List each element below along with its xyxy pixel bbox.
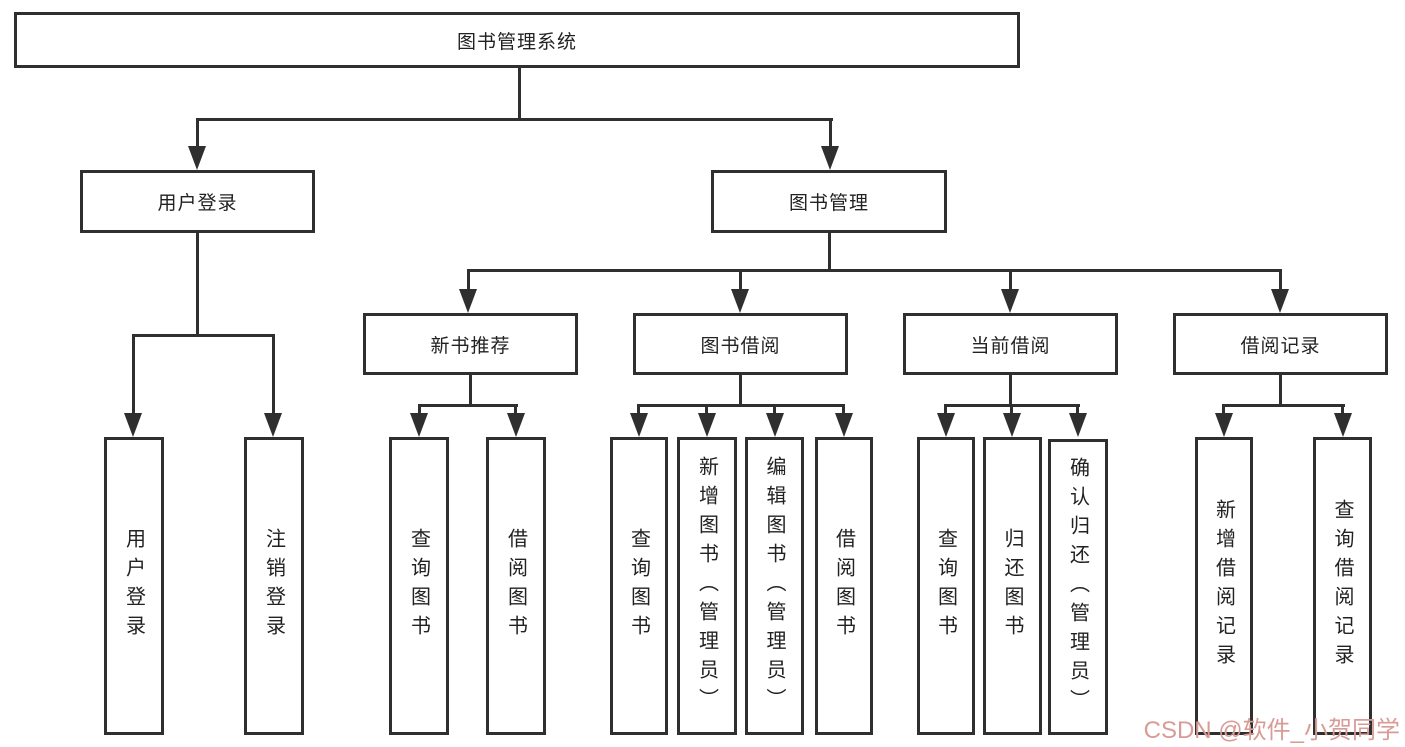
- connector-vline: [272, 334, 275, 416]
- connector-vline: [196, 231, 199, 337]
- connector-vline: [1009, 269, 1012, 292]
- connector-vline: [829, 118, 832, 150]
- arrowhead-down-icon: [698, 413, 716, 437]
- connector-hline: [197, 118, 833, 121]
- node-borrow-books-recommend: 借阅图书: [486, 437, 546, 735]
- connector-hline: [418, 404, 518, 407]
- node-edit-books-admin: 编辑图书（管理员）: [745, 437, 804, 735]
- node-logout-leaf: 注销登录: [244, 437, 304, 735]
- arrowhead-down-icon: [630, 413, 648, 437]
- arrowhead-down-icon: [124, 413, 142, 437]
- connector-hline: [638, 404, 845, 407]
- connector-vline: [773, 404, 776, 416]
- connector-hline: [467, 269, 1282, 272]
- arrowhead-down-icon: [1003, 413, 1021, 437]
- node-user-login: 用户登录: [80, 170, 315, 233]
- arrowhead-down-icon: [731, 289, 749, 313]
- arrowhead-down-icon: [1271, 289, 1289, 313]
- node-add-borrow-record: 新增借阅记录: [1195, 437, 1253, 735]
- arrowhead-down-icon: [188, 146, 206, 170]
- connector-vline: [196, 118, 199, 150]
- arrowhead-down-icon: [937, 413, 955, 437]
- connector-hline: [132, 334, 275, 337]
- node-borrow-records: 借阅记录: [1173, 313, 1388, 375]
- arrowhead-down-icon: [507, 413, 525, 437]
- connector-vline: [705, 404, 708, 416]
- node-current-borrow: 当前借阅: [903, 313, 1118, 375]
- node-confirm-return-admin: 确认归还（管理员）: [1048, 439, 1108, 735]
- connector-vline: [518, 66, 521, 120]
- arrowhead-down-icon: [1001, 289, 1019, 313]
- connector-vline: [1009, 375, 1012, 406]
- node-root-system: 图书管理系统: [14, 12, 1020, 68]
- arrowhead-down-icon: [1334, 413, 1352, 437]
- csdn-watermark: CSDN @软件_小贺同学: [1143, 717, 1400, 744]
- connector-vline: [1279, 375, 1282, 406]
- connector-vline: [739, 269, 742, 292]
- connector-vline: [1279, 269, 1282, 292]
- connector-vline: [1341, 404, 1344, 416]
- arrowhead-down-icon: [1215, 413, 1233, 437]
- node-new-book-recommend: 新书推荐: [363, 313, 578, 375]
- node-borrow-books-borrow: 借阅图书: [815, 437, 873, 735]
- node-book-management: 图书管理: [711, 170, 947, 233]
- arrowhead-down-icon: [835, 413, 853, 437]
- node-add-books-admin: 新增图书（管理员）: [677, 437, 737, 735]
- connector-vline: [637, 404, 640, 416]
- connector-hline: [1223, 404, 1345, 407]
- node-user-login-leaf: 用户登录: [104, 437, 164, 735]
- node-return-books: 归还图书: [983, 437, 1042, 735]
- arrowhead-down-icon: [766, 413, 784, 437]
- node-book-borrow: 图书借阅: [633, 313, 848, 375]
- node-query-books-recommend: 查询图书: [389, 437, 449, 735]
- arrowhead-down-icon: [1069, 413, 1087, 437]
- connector-vline: [132, 334, 135, 416]
- arrowhead-down-icon: [459, 289, 477, 313]
- connector-vline: [469, 375, 472, 407]
- node-query-books-borrow: 查询图书: [610, 437, 668, 735]
- connector-vline: [828, 231, 831, 272]
- connector-vline: [1222, 404, 1225, 416]
- connector-vline: [1010, 404, 1013, 416]
- arrowhead-down-icon: [410, 413, 428, 437]
- connector-vline: [944, 404, 947, 416]
- connector-vline: [514, 404, 517, 416]
- connector-vline: [739, 375, 742, 406]
- connector-vline: [842, 404, 845, 416]
- connector-vline: [467, 269, 470, 292]
- arrowhead-down-icon: [264, 413, 282, 437]
- arrowhead-down-icon: [821, 146, 839, 170]
- connector-vline: [418, 404, 421, 416]
- node-query-borrow-record: 查询借阅记录: [1313, 437, 1372, 735]
- connector-vline: [1076, 404, 1079, 416]
- node-query-books-current: 查询图书: [917, 437, 975, 735]
